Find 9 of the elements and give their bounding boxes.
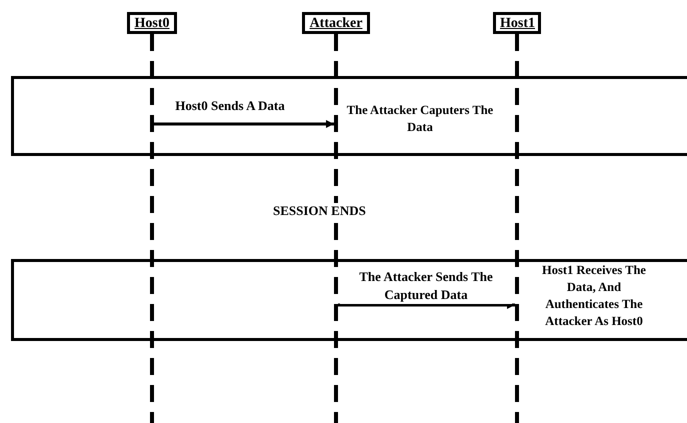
- message-arrow: [338, 301, 515, 309]
- message-arrow: [154, 120, 334, 128]
- participant-box: Host1: [493, 12, 541, 34]
- note-text: Host1 Receives The Data, And Authenticates The Attacker As Host0: [541, 262, 647, 330]
- participant-box: Host0: [127, 12, 177, 34]
- note-text: The Attacker Caputers The Data: [346, 102, 494, 136]
- participant-box: Attacker: [302, 12, 370, 34]
- lifeline: [515, 34, 519, 423]
- lifeline: [150, 34, 154, 423]
